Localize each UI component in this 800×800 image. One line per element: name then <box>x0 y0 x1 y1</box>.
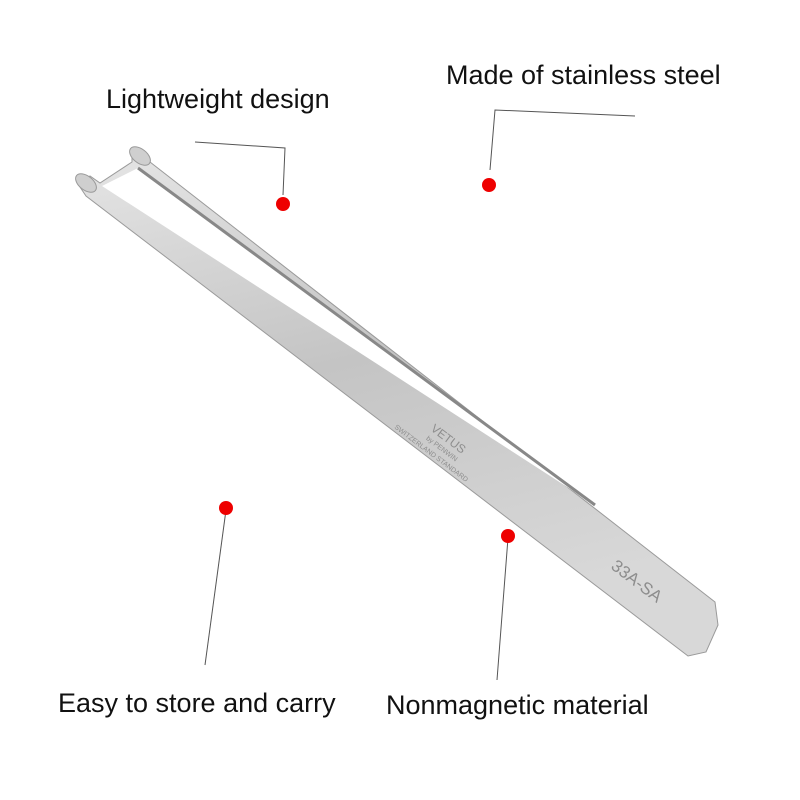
label-easy-store: Easy to store and carry <box>58 688 336 718</box>
callout-dot <box>501 529 515 543</box>
label-lightweight: Lightweight design <box>106 84 330 114</box>
label-stainless-steel: Made of stainless steel <box>446 60 721 90</box>
callout-dot <box>219 501 233 515</box>
callout-lines <box>194 109 636 681</box>
callout-dots <box>219 178 515 543</box>
tweezers: VETUS by PENWIN SWITZERLAND STANDARD 33A… <box>75 146 719 657</box>
label-nonmagnetic: Nonmagnetic material <box>386 690 649 720</box>
callout-dot <box>482 178 496 192</box>
callout-dot <box>276 197 290 211</box>
